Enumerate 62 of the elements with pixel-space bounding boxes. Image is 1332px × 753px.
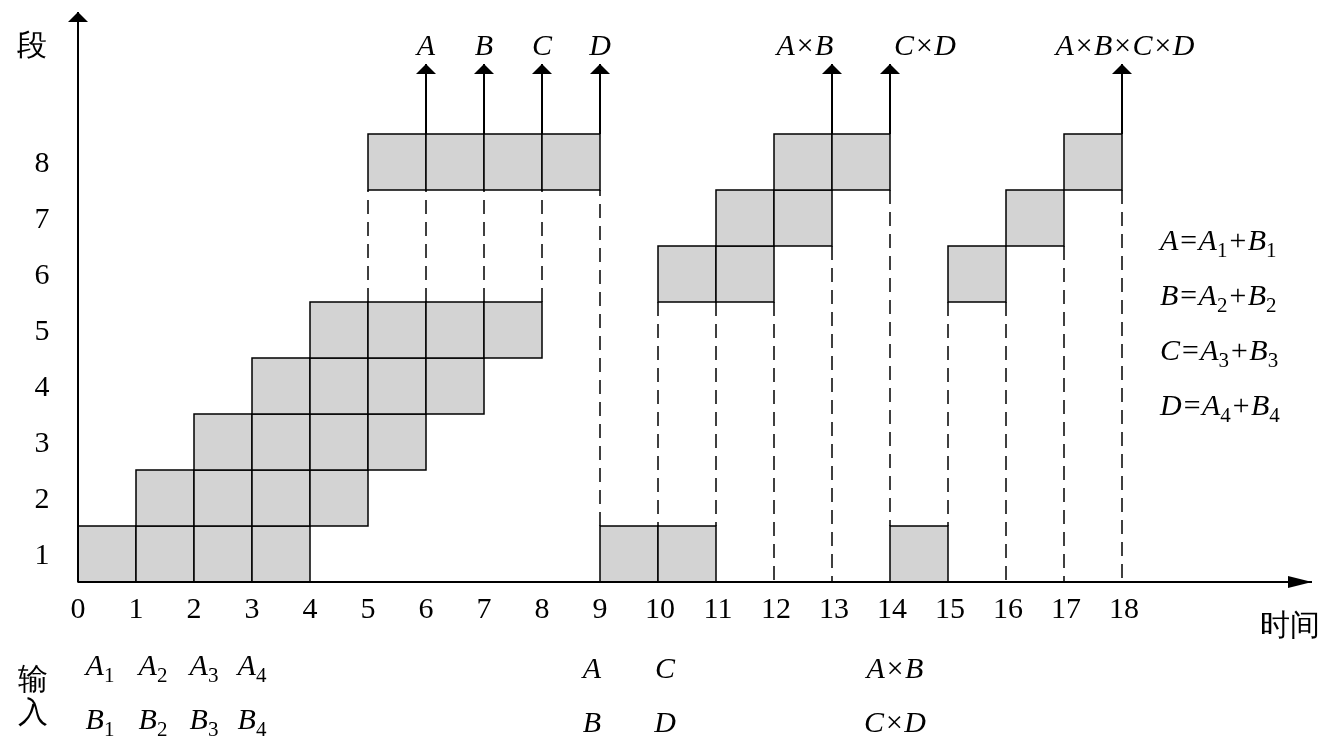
output-label: A×B×C×D: [1055, 30, 1195, 60]
axis-title: 时间: [1260, 610, 1320, 640]
output-label: C: [532, 30, 552, 60]
input-label: A×B: [866, 653, 924, 683]
tick-label: 16: [993, 593, 1023, 623]
tick-label: 14: [877, 593, 907, 623]
tick-label: 4: [34, 371, 50, 401]
output-arrow: [416, 63, 436, 135]
tick-label: 15: [935, 593, 965, 623]
tick-label: 18: [1109, 593, 1139, 623]
tick-label: 6: [418, 593, 434, 623]
tick-label: 7: [34, 203, 50, 233]
tick-label: 8: [534, 593, 550, 623]
tick-label: 3: [34, 427, 50, 457]
output-arrow: [822, 63, 842, 135]
output-label: A: [416, 30, 436, 60]
tick-label: 5: [360, 593, 376, 623]
tick-label: 2: [34, 483, 50, 513]
input-label: B$_{4}$: [237, 704, 267, 740]
input-label: A$_{2}$: [138, 650, 168, 686]
input-label: B$_{1}$: [85, 704, 115, 740]
tick-label: 9: [592, 593, 608, 623]
input-label: B: [582, 707, 602, 737]
tick-label: 11: [703, 593, 733, 623]
output-label: D: [589, 30, 611, 60]
input-label: A$_{4}$: [237, 650, 267, 686]
tick-label: 0: [70, 593, 86, 623]
row-title: 输入: [18, 662, 48, 728]
input-label: B$_{3}$: [189, 704, 219, 740]
tick-label: 13: [819, 593, 849, 623]
input-label: A: [582, 653, 602, 683]
formula-note: B=A$_{2}$+B$_{2}$: [1160, 280, 1277, 316]
input-label: C: [655, 653, 675, 683]
output-label: C×D: [894, 30, 956, 60]
formula-note: C=A$_{3}$+B$_{3}$: [1160, 335, 1279, 371]
output-arrow: [590, 63, 610, 135]
output-label: A×B: [776, 30, 834, 60]
input-label: A$_{3}$: [189, 650, 219, 686]
output-arrow: [474, 63, 494, 135]
input-label: D: [654, 707, 676, 737]
input-label: B$_{2}$: [138, 704, 168, 740]
tick-label: 1: [34, 539, 50, 569]
tick-label: 8: [34, 147, 50, 177]
input-label: A$_{1}$: [85, 650, 115, 686]
tick-label: 7: [476, 593, 492, 623]
tick-label: 10: [645, 593, 675, 623]
axis-title: 段: [17, 30, 47, 60]
output-label: B: [474, 30, 494, 60]
formula-note: D=A$_{4}$+B$_{4}$: [1160, 390, 1280, 426]
tick-label: 12: [761, 593, 791, 623]
output-arrow: [532, 63, 552, 135]
tick-label: 5: [34, 315, 50, 345]
formula-note: A=A$_{1}$+B$_{1}$: [1160, 225, 1277, 261]
input-label: C×D: [864, 707, 926, 737]
tick-label: 2: [186, 593, 202, 623]
tick-label: 6: [34, 259, 50, 289]
tick-label: 3: [244, 593, 260, 623]
tick-label: 17: [1051, 593, 1081, 623]
output-arrow: [1112, 63, 1132, 135]
tick-label: 4: [302, 593, 318, 623]
tick-label: 1: [128, 593, 144, 623]
output-arrow: [880, 63, 900, 135]
